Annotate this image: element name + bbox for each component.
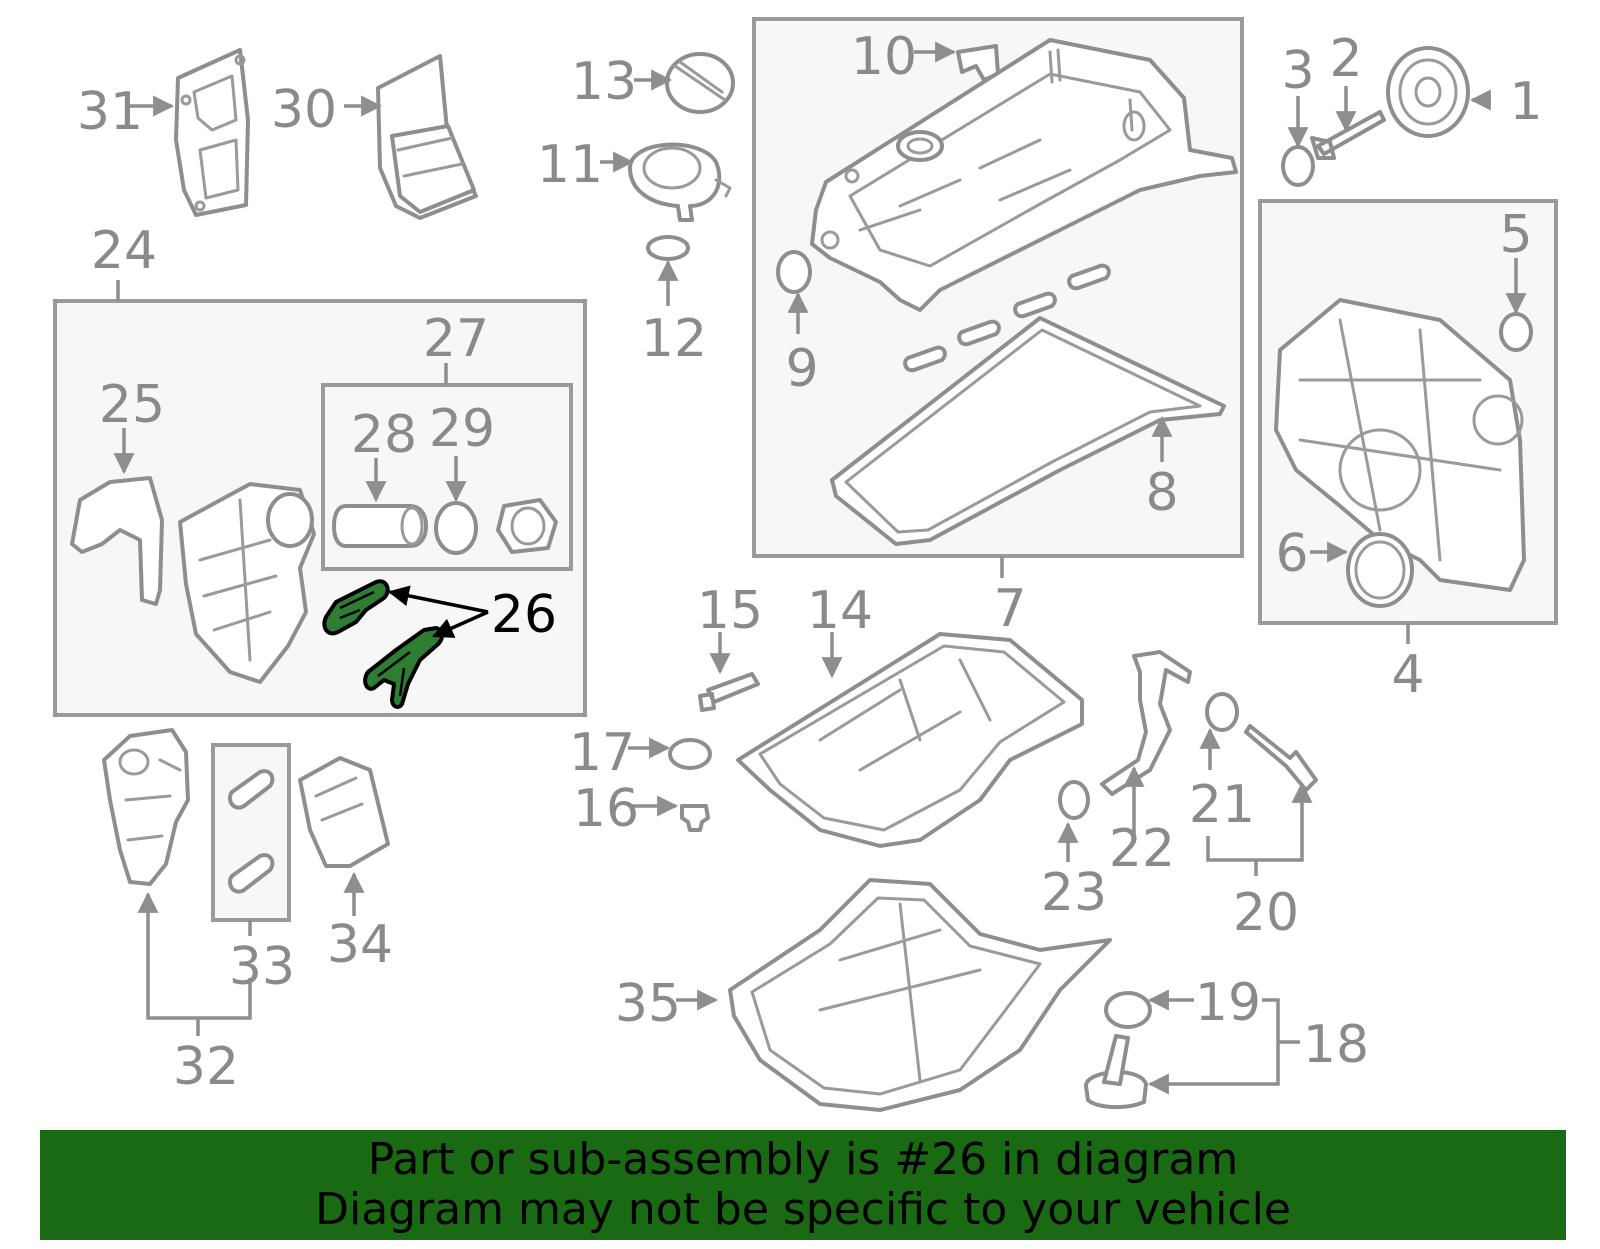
part-8-gasket-inner [844, 328, 1202, 534]
banner-part-note: Part or sub-assembly is #26 in diagram [367, 1134, 1239, 1185]
part-32-module [102, 728, 190, 886]
info-banner: Part or sub-assembly is #26 in diagram D… [40, 1130, 1566, 1240]
part-8-gasket [830, 316, 1226, 546]
callout-10: 10 [851, 27, 917, 87]
callout-32: 32 [173, 1037, 239, 1097]
part-30-cover [376, 54, 478, 220]
part-14-upper-oil-pan [736, 632, 1084, 848]
part-12-o-ring [646, 235, 690, 261]
callout-9: 9 [785, 339, 818, 399]
oil-filter-housing [178, 482, 316, 684]
part-25-gasket [70, 476, 164, 606]
callout-22: 22 [1109, 819, 1175, 879]
filter-cap [496, 498, 558, 554]
callout-20: 20 [1233, 883, 1299, 943]
callout-24: 24 [91, 221, 157, 281]
callout-8: 8 [1145, 463, 1178, 523]
callout-2: 2 [1329, 29, 1362, 89]
oil-cooler-gasket-group-box [211, 743, 291, 922]
callout-34: 34 [327, 915, 393, 975]
part-28-filter-element [332, 504, 428, 548]
part-16-drain-plug [680, 804, 710, 832]
callout-17: 17 [569, 723, 635, 783]
part-18-oil-level-sensor [1084, 1034, 1148, 1109]
callout-labels: 1 2 3 4 5 6 7 8 9 10 11 12 13 14 15 16 1… [77, 27, 1543, 1097]
callout-7: 7 [993, 579, 1026, 639]
part-33-gaskets [227, 769, 275, 894]
part-11-filler-neck [628, 142, 732, 222]
part-35-lower-oil-pan [728, 878, 1112, 1112]
callout-13: 13 [571, 52, 637, 112]
part-6-seal-ring [1346, 532, 1414, 608]
part-34-oil-cooler [298, 756, 390, 868]
part-9-o-ring [776, 250, 812, 294]
part-21-o-ring [1205, 692, 1239, 732]
callout-23: 23 [1041, 863, 1107, 923]
part-31-gasket [174, 48, 250, 217]
callout-28: 28 [351, 405, 417, 465]
callout-29: 29 [429, 399, 495, 459]
part-1-pulley [1386, 46, 1470, 138]
part-29-o-ring [434, 501, 478, 555]
callout-21: 21 [1189, 775, 1255, 835]
valve-cover-seals [903, 263, 1111, 373]
part-19-o-ring [1104, 991, 1152, 1029]
callout-15: 15 [697, 581, 763, 641]
part-4-timing-cover [1274, 298, 1526, 592]
callout-19: 19 [1195, 973, 1261, 1033]
callout-6: 6 [1275, 524, 1308, 584]
callout-18: 18 [1303, 1015, 1369, 1075]
part-13-oil-cap [665, 52, 735, 114]
callout-4: 4 [1391, 645, 1424, 705]
callout-35: 35 [615, 974, 681, 1034]
part-15-sensor [698, 672, 760, 712]
part-23-o-ring [1058, 780, 1090, 820]
part-5-seal [1499, 312, 1533, 352]
callout-33: 33 [229, 937, 295, 997]
leader-lines [113, 41, 1527, 1095]
part-3-seal [1281, 145, 1315, 187]
part-7-valve-cover [810, 38, 1238, 312]
callout-11: 11 [537, 135, 603, 195]
callout-12: 12 [641, 309, 707, 369]
callout-5: 5 [1499, 205, 1532, 265]
callout-30: 30 [271, 80, 337, 140]
callout-1: 1 [1509, 72, 1542, 132]
callout-26-highlighted: 26 [491, 585, 557, 645]
callout-27: 27 [423, 309, 489, 369]
part-22-dipstick-tube [1100, 650, 1192, 796]
callout-31: 31 [77, 82, 143, 142]
callout-25: 25 [99, 375, 165, 435]
callout-14: 14 [807, 581, 873, 641]
part-2-bolt [1310, 110, 1386, 160]
part-17-washer [668, 738, 712, 770]
part-20-dipstick [1244, 724, 1318, 792]
callout-16: 16 [573, 779, 639, 839]
callout-3: 3 [1281, 41, 1314, 101]
banner-disclaimer: Diagram may not be specific to your vehi… [315, 1184, 1291, 1235]
